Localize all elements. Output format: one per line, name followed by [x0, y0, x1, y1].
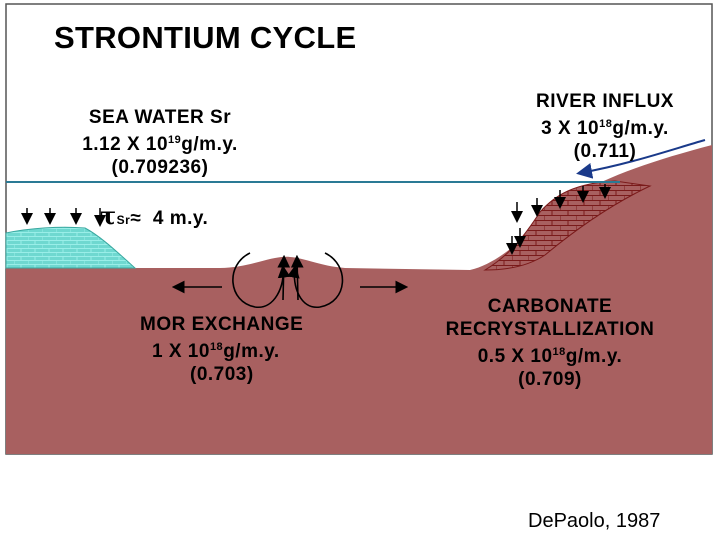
sea-floor [6, 145, 712, 454]
carbonate-exponent: 18 [552, 346, 566, 358]
mor-label: MOR EXCHANGE 1 X 1018g/m.y. (0.703) [140, 313, 360, 386]
river-line1: RIVER INFLUX [536, 91, 674, 112]
carbonate-flux: 0.5 X 1018g/m.y. [415, 341, 685, 368]
seawater-line1: SEA WATER Sr [88, 107, 232, 128]
seawater-flux: 1.12 X 1019g/m.y. [60, 129, 260, 156]
credit-citation: DePaolo, 1987 [528, 510, 661, 532]
river-exponent: 18 [599, 118, 613, 130]
tau-symbol: τ [100, 201, 117, 230]
carbonate-unit: g/m.y. [565, 346, 623, 367]
mor-line1: MOR EXCHANGE [140, 314, 304, 335]
carbonate-line1: CARBONATE [487, 296, 613, 317]
river-unit: g/m.y. [612, 118, 669, 139]
mor-ratio: (0.703) [190, 364, 254, 385]
continental-shelf [5, 226, 137, 269]
residence-value: 4 m.y. [152, 208, 209, 229]
seawater-exponent: 19 [168, 134, 182, 146]
carbonate-mantissa: 0.5 X 10 [477, 346, 553, 367]
approx-symbol: ≈ [130, 208, 142, 229]
mor-flux: 1 X 1018g/m.y. [140, 336, 360, 363]
mor-exponent: 18 [209, 341, 224, 353]
carbonate-ratio: (0.709) [518, 369, 582, 390]
river-influx-arrow [576, 139, 706, 179]
river-mantissa: 3 X 10 [541, 118, 600, 139]
mor-unit: g/m.y. [223, 341, 280, 362]
river-ratio: (0.711) [573, 141, 637, 162]
diagram-title: STRONTIUM CYCLE [54, 20, 357, 55]
tau-subscript: Sr [116, 213, 131, 227]
seawater-mantissa: 1.12 X 10 [82, 134, 169, 155]
carbonate-platform [483, 180, 652, 271]
river-flux: 3 X 1018g/m.y. [505, 113, 705, 140]
carbonate-line2: RECRYSTALLIZATION [445, 319, 655, 340]
seawater-unit: g/m.y. [181, 134, 238, 155]
residence-time-label: τSr≈ 4 m.y. [100, 201, 208, 230]
river-label: RIVER INFLUX 3 X 1018g/m.y. (0.711) [505, 90, 705, 163]
seawater-label: SEA WATER Sr 1.12 X 1019g/m.y. (0.709236… [60, 106, 260, 179]
carbonate-label: CARBONATE RECRYSTALLIZATION 0.5 X 1018g/… [415, 295, 685, 391]
mor-circulation-loops [232, 252, 344, 308]
mor-mantissa: 1 X 10 [152, 341, 210, 362]
carbonate-deposition-arrows [506, 184, 611, 255]
seawater-ratio: (0.709236) [111, 157, 209, 178]
shelf-deposition-arrows [21, 208, 106, 227]
